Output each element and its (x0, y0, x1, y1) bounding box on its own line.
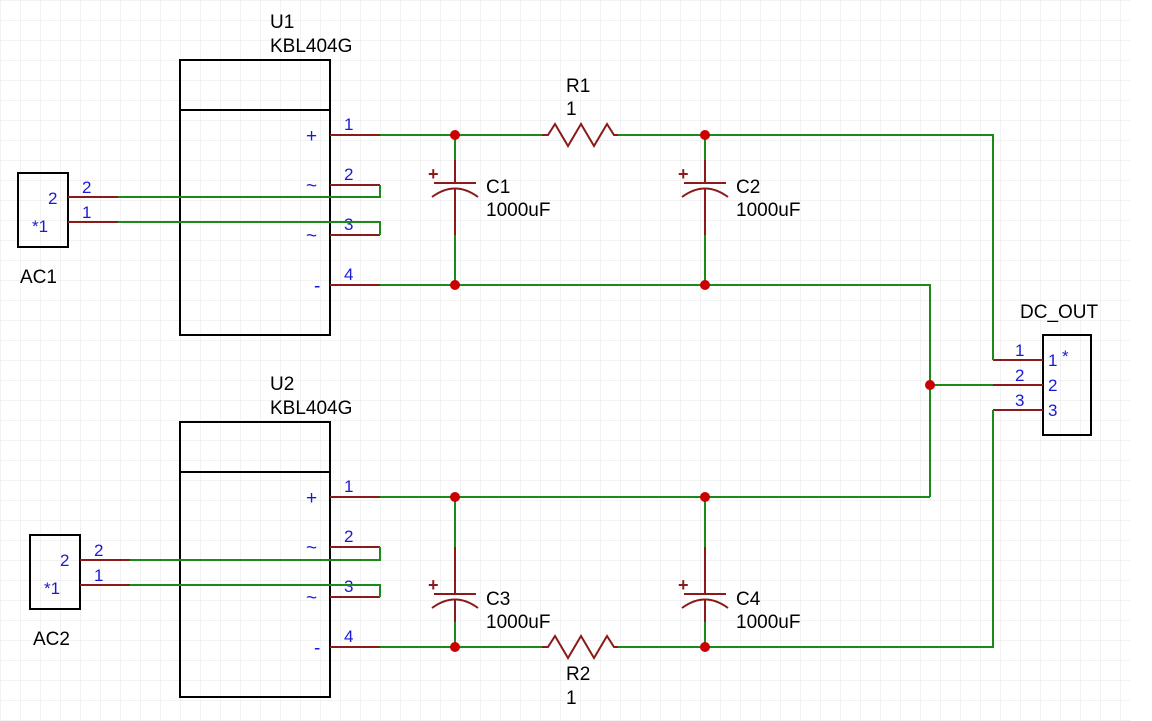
bridge-u1-value: KBL404G (270, 36, 352, 57)
connector-ac2-ref: AC2 (33, 629, 70, 650)
connector-ac1-body-pin-1: *1 (32, 217, 48, 236)
wire-u2-minus-out (618, 410, 994, 648)
junction-dot (450, 280, 460, 290)
junction-dot (700, 492, 710, 502)
bridge-u2-symbol-plus: + (306, 488, 317, 509)
junction-dot (925, 380, 935, 390)
bridge-u1[interactable]: U1 KBL404G + ~ ~ - 1 2 3 4 (179, 12, 380, 336)
capacitor-c2[interactable]: + C2 1000uF (678, 160, 800, 235)
capacitor-c3-ref: C3 (486, 589, 510, 610)
capacitor-c1-polarity: + (428, 164, 439, 184)
junction-dot (700, 280, 710, 290)
capacitor-c1-ref: C1 (486, 177, 510, 198)
resistor-r1-ref: R1 (566, 76, 590, 97)
connector-ac2[interactable]: 2 *1 2 1 AC2 (29, 534, 130, 650)
resistor-r2[interactable]: R2 1 (542, 634, 618, 709)
bridge-u1-symbol-ac2: ~ (306, 226, 317, 247)
bridge-u2-symbol-minus: - (314, 638, 320, 659)
bridge-u1-pin-2: 2 (344, 165, 353, 184)
connector-ac1-pin-1: 1 (82, 203, 91, 222)
bridge-u2-pin-2: 2 (344, 527, 353, 546)
bridge-u2-symbol-ac1: ~ (306, 538, 317, 559)
resistor-r2-ref: R2 (566, 664, 590, 685)
resistor-r1[interactable]: R1 1 (542, 76, 618, 148)
junction-dot (450, 642, 460, 652)
capacitor-c4-value: 1000uF (736, 612, 800, 633)
capacitor-c3[interactable]: + C3 1000uF (428, 547, 550, 633)
bridge-u1-pin-3: 3 (344, 215, 353, 234)
connector-ac2-body-pin-2: 2 (60, 551, 69, 570)
capacitor-c2-polarity: + (678, 164, 689, 184)
capacitor-c2-ref: C2 (736, 177, 760, 198)
connector-ac1[interactable]: 2 *1 2 1 AC1 (17, 172, 118, 288)
bridge-u1-ref: U1 (270, 12, 294, 33)
junction-dot (700, 130, 710, 140)
bridge-u2-symbol-ac2: ~ (306, 588, 317, 609)
connector-ac1-pin-2: 2 (82, 178, 91, 197)
bridge-u1-symbol-plus: + (306, 126, 317, 147)
bridge-u1-pin-4: 4 (344, 265, 353, 284)
bridge-u2-ref: U2 (270, 374, 294, 395)
capacitor-c4[interactable]: + C4 1000uF (678, 547, 800, 633)
capacitor-c3-polarity: + (428, 575, 439, 595)
junction-dot (450, 130, 460, 140)
resistor-r2-value: 1 (566, 688, 577, 709)
connector-ac2-pin-2: 2 (94, 541, 103, 560)
wire-u1-minus (380, 284, 931, 497)
bridge-u2-value: KBL404G (270, 398, 352, 419)
bridge-u1-pin-1: 1 (344, 115, 353, 134)
connector-dc-out-body-pin-1: 1 (1048, 351, 1057, 370)
bridge-u1-symbol-minus: - (314, 276, 320, 297)
connector-dc-out-marker: * (1062, 347, 1069, 366)
connector-ac1-body-pin-2: 2 (48, 189, 57, 208)
connector-dc-out-ref: DC_OUT (1020, 302, 1099, 323)
junction-dot (450, 492, 460, 502)
wire-u1-plus-out (618, 134, 994, 360)
connector-dc-out-pin-2: 2 (1015, 366, 1024, 385)
wire-ac2-pin2 (130, 547, 381, 561)
wire-ac1-pin2 (118, 185, 381, 198)
wire-ac2-pin1 (130, 584, 381, 597)
capacitor-c1-value: 1000uF (486, 200, 550, 221)
wires (118, 134, 994, 648)
capacitor-c3-value: 1000uF (486, 612, 550, 633)
bridge-u1-symbol-ac1: ~ (306, 176, 317, 197)
connector-dc-out-body-pin-3: 3 (1048, 401, 1057, 420)
wire-ac1-pin1 (118, 221, 381, 235)
junction-dot (700, 642, 710, 652)
connector-dc-out-body-pin-2: 2 (1048, 376, 1057, 395)
connector-dc-out[interactable]: DC_OUT 1 2 3 1 * 2 3 (993, 302, 1099, 436)
connector-dc-out-pin-3: 3 (1015, 391, 1024, 410)
bridge-u2-pin-4: 4 (344, 627, 353, 646)
capacitor-c1[interactable]: + C1 1000uF (428, 160, 550, 235)
connector-ac2-body-pin-1: *1 (44, 579, 60, 598)
connector-ac2-pin-1: 1 (94, 566, 103, 585)
capacitor-c4-polarity: + (678, 575, 689, 595)
resistor-r1-value: 1 (566, 99, 577, 120)
bridge-u2-pin-1: 1 (344, 477, 353, 496)
junctions (450, 130, 935, 652)
bridge-u2-pin-3: 3 (344, 577, 353, 596)
capacitor-c2-value: 1000uF (736, 200, 800, 221)
capacitor-c4-ref: C4 (736, 589, 761, 610)
connector-ac1-ref: AC1 (20, 267, 57, 288)
connector-dc-out-pin-1: 1 (1015, 341, 1024, 360)
